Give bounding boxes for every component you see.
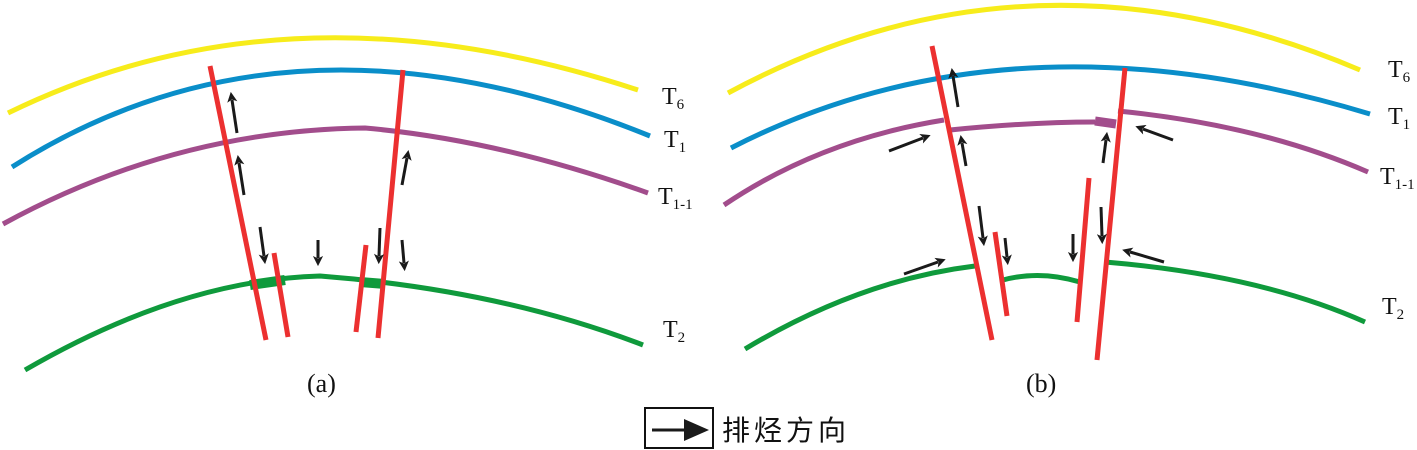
horizon-t6-line — [726, 2, 1361, 96]
arrow-down — [1001, 237, 1012, 266]
arrow-left — [1135, 124, 1174, 142]
horizon-t1-line — [10, 67, 651, 170]
fault-line — [207, 65, 269, 341]
arrow-down — [258, 226, 269, 265]
fault-line — [929, 45, 995, 341]
fault-line — [375, 69, 406, 339]
panel-a: T6 T1 T1-1 T2 (a) — [1, 35, 693, 398]
arrow-right — [903, 257, 946, 276]
fault-line — [992, 231, 1010, 317]
arrow-up — [948, 67, 960, 108]
arrow-up — [400, 149, 412, 186]
panel-label-b: (b) — [1026, 369, 1056, 398]
panel-label-a: (a) — [307, 369, 336, 398]
arrow-up — [957, 134, 968, 167]
horizon-t1-1-line — [722, 117, 945, 208]
legend-label: 排烃方向 — [722, 414, 850, 447]
arrow-down — [398, 239, 409, 272]
horizon-label-t1: T1 — [1388, 104, 1410, 133]
arrow-down — [977, 205, 988, 247]
horizon-t2-line — [1104, 259, 1367, 325]
fault-line — [353, 244, 369, 333]
arrow-right — [888, 133, 931, 153]
horizon-t1-1-thick-segment — [1094, 116, 1117, 129]
horizon-t1-1-line — [949, 119, 1096, 133]
fault-line — [271, 252, 291, 338]
legend: 排烃方向 — [644, 407, 850, 449]
arrow-up — [227, 91, 239, 134]
arrow-left — [1122, 247, 1165, 264]
horizon-label-t1-1: T1-1 — [1380, 164, 1415, 193]
arrow-up — [1100, 131, 1111, 164]
horizon-t1-line — [729, 64, 1371, 151]
horizon-label-t2: T2 — [663, 317, 685, 346]
horizon-t2-line — [743, 263, 976, 352]
horizon-t2-line — [1002, 272, 1081, 285]
horizon-label-t6: T6 — [662, 84, 685, 113]
panel-b: T6 T1 T1-1 T2 (b) — [722, 2, 1415, 398]
arrow-right-icon — [652, 419, 709, 441]
arrow-down — [373, 227, 385, 265]
horizon-label-t6: T6 — [1388, 57, 1411, 86]
horizon-t1-1-line — [1117, 108, 1369, 175]
arrow-down — [1096, 206, 1108, 245]
horizon-t2-line — [23, 273, 644, 373]
horizon-t6-line — [6, 35, 639, 116]
horizon-label-t2: T2 — [1382, 294, 1404, 323]
horizon-label-t1: T1 — [664, 127, 686, 156]
fault-line — [1094, 67, 1128, 361]
arrow-up — [234, 154, 246, 196]
fault-line — [1074, 177, 1092, 323]
horizon-t1-1-line — [1, 125, 649, 227]
horizon-label-t1-1: T1-1 — [658, 184, 693, 213]
